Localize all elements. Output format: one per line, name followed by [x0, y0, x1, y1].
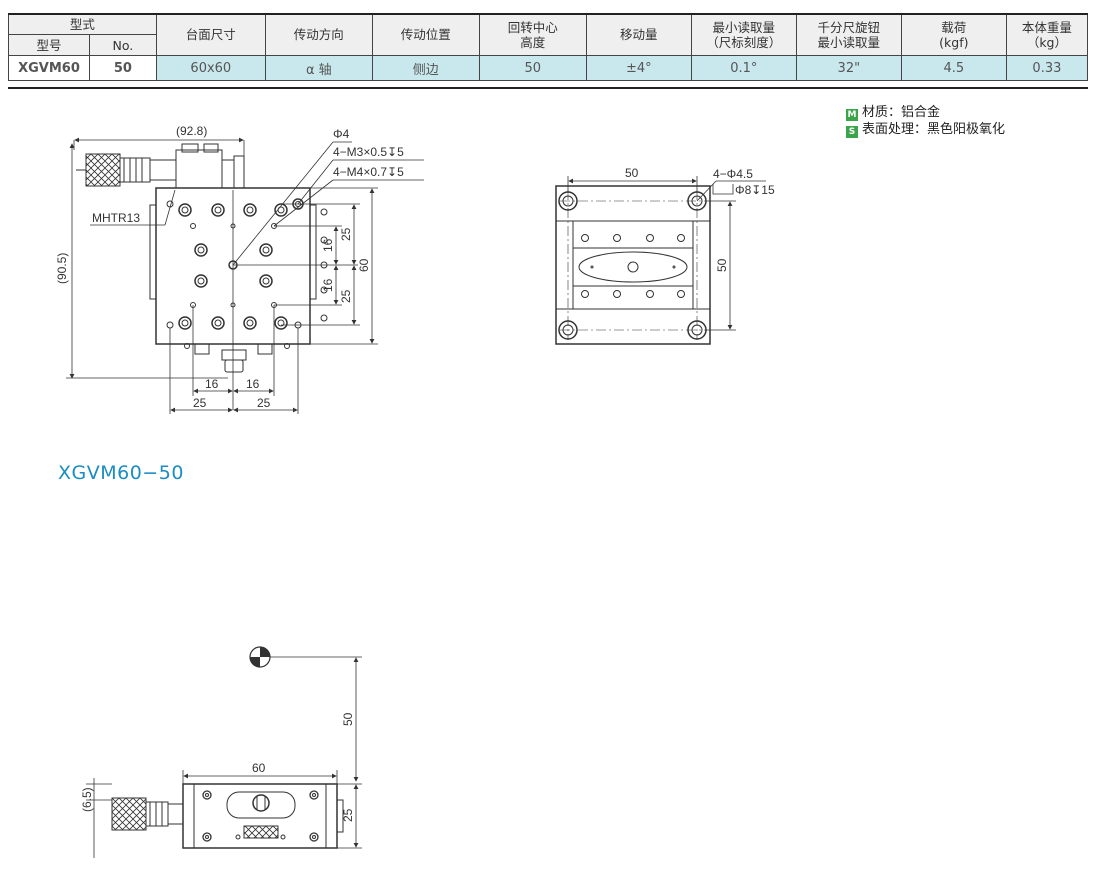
- bottom-tab: [194, 343, 210, 355]
- dim-v16b: 16: [321, 278, 335, 292]
- slot: [578, 251, 688, 283]
- header-body-weight: 本体重量（kg）: [1005, 13, 1089, 56]
- header-min-reading-scale: 最小读取量（尺标刻度）: [690, 13, 797, 56]
- micrometer-head: [76, 143, 245, 189]
- surface-text: 表面处理：黑色阳极氧化: [862, 122, 1006, 137]
- hole-m3-label: 4−M3×0.5↧5: [333, 145, 404, 159]
- table-cell: 0.1°: [690, 55, 797, 81]
- bottom-knob-cap: [224, 359, 244, 373]
- section-title: XGVM60−50: [58, 462, 184, 484]
- counterbore-label: Φ8↧15: [735, 183, 775, 197]
- header-micrometer-min-reading: 千分尺旋钮最小读取量: [795, 13, 902, 56]
- dim-v60: 60: [357, 258, 371, 272]
- table-row: XGVM60 50 60x60 α 轴 侧边 50 ±4° 0.1° 32" 4…: [8, 55, 1089, 81]
- dim-height-label: (90.5): [55, 253, 69, 284]
- dim-v16a: 16: [321, 238, 335, 252]
- spec-table: 型式 台面尺寸 传动方向 传动位置 回转中心高度 移动量 最小读取量（尺标刻度）…: [8, 13, 1089, 81]
- knob-label: MHTR13: [92, 211, 140, 225]
- no-cell: 50: [89, 55, 157, 81]
- material-text: 材质：铝合金: [862, 105, 941, 120]
- table-bottom-rule: [8, 87, 1088, 89]
- header-load: 载荷(kgf): [900, 13, 1007, 56]
- dim-width-label: (92.8): [176, 124, 207, 138]
- table-cell: 4.5: [900, 55, 1007, 81]
- dim-v50: 50: [341, 712, 355, 726]
- dim-w60: 60: [252, 761, 266, 775]
- header-rotation-center-height: 回转中心高度: [478, 13, 587, 56]
- header-drive-position: 传动位置: [371, 13, 480, 56]
- header-travel: 移动量: [585, 13, 692, 56]
- model-cell: XGVM60: [8, 55, 90, 81]
- bottom-tab: [257, 343, 273, 355]
- table-top-rule: [8, 13, 1088, 15]
- dim-w50: 50: [625, 166, 639, 180]
- dim-v25b: 25: [339, 289, 353, 303]
- dim-h25b: 25: [257, 396, 271, 410]
- dim-h16a: 16: [205, 377, 219, 391]
- table-cell: 32": [795, 55, 902, 81]
- header-type: 型式: [8, 13, 157, 35]
- table-cell: α 轴: [264, 55, 373, 81]
- material-note: M 材质：铝合金 S 表面处理：黑色阳极氧化: [846, 104, 1005, 138]
- table-cell: 50: [478, 55, 587, 81]
- dim-d65: (6.5): [80, 787, 94, 812]
- right-flange: [309, 204, 317, 300]
- base-middle: [555, 220, 711, 310]
- dim-v25a: 25: [339, 227, 353, 241]
- hole-m4-label: 4−M4×0.7↧5: [333, 165, 404, 179]
- table-cell: 侧边: [371, 55, 480, 81]
- table-cell: ±4°: [585, 55, 692, 81]
- dim-h25a: 25: [193, 396, 207, 410]
- side-view-drawing: [555, 176, 766, 345]
- left-flange: [149, 204, 157, 300]
- hole-phi4-label: Φ4: [333, 127, 350, 141]
- dim-h16b: 16: [246, 377, 260, 391]
- header-drive-direction: 传动方向: [264, 13, 373, 56]
- table-cell: 0.33: [1005, 55, 1089, 81]
- table-cell: 60x60: [155, 55, 266, 81]
- material-tag-icon: M: [846, 109, 858, 121]
- dim-d25: 25: [341, 808, 355, 822]
- dim-h50: 50: [715, 258, 729, 272]
- front-view-drawing: [86, 646, 362, 858]
- surface-tag-icon: S: [846, 126, 858, 138]
- top-view-drawing: [66, 137, 424, 414]
- bottom-knob: [221, 349, 247, 361]
- hole-spec-label: 4−Φ4.5: [713, 167, 753, 181]
